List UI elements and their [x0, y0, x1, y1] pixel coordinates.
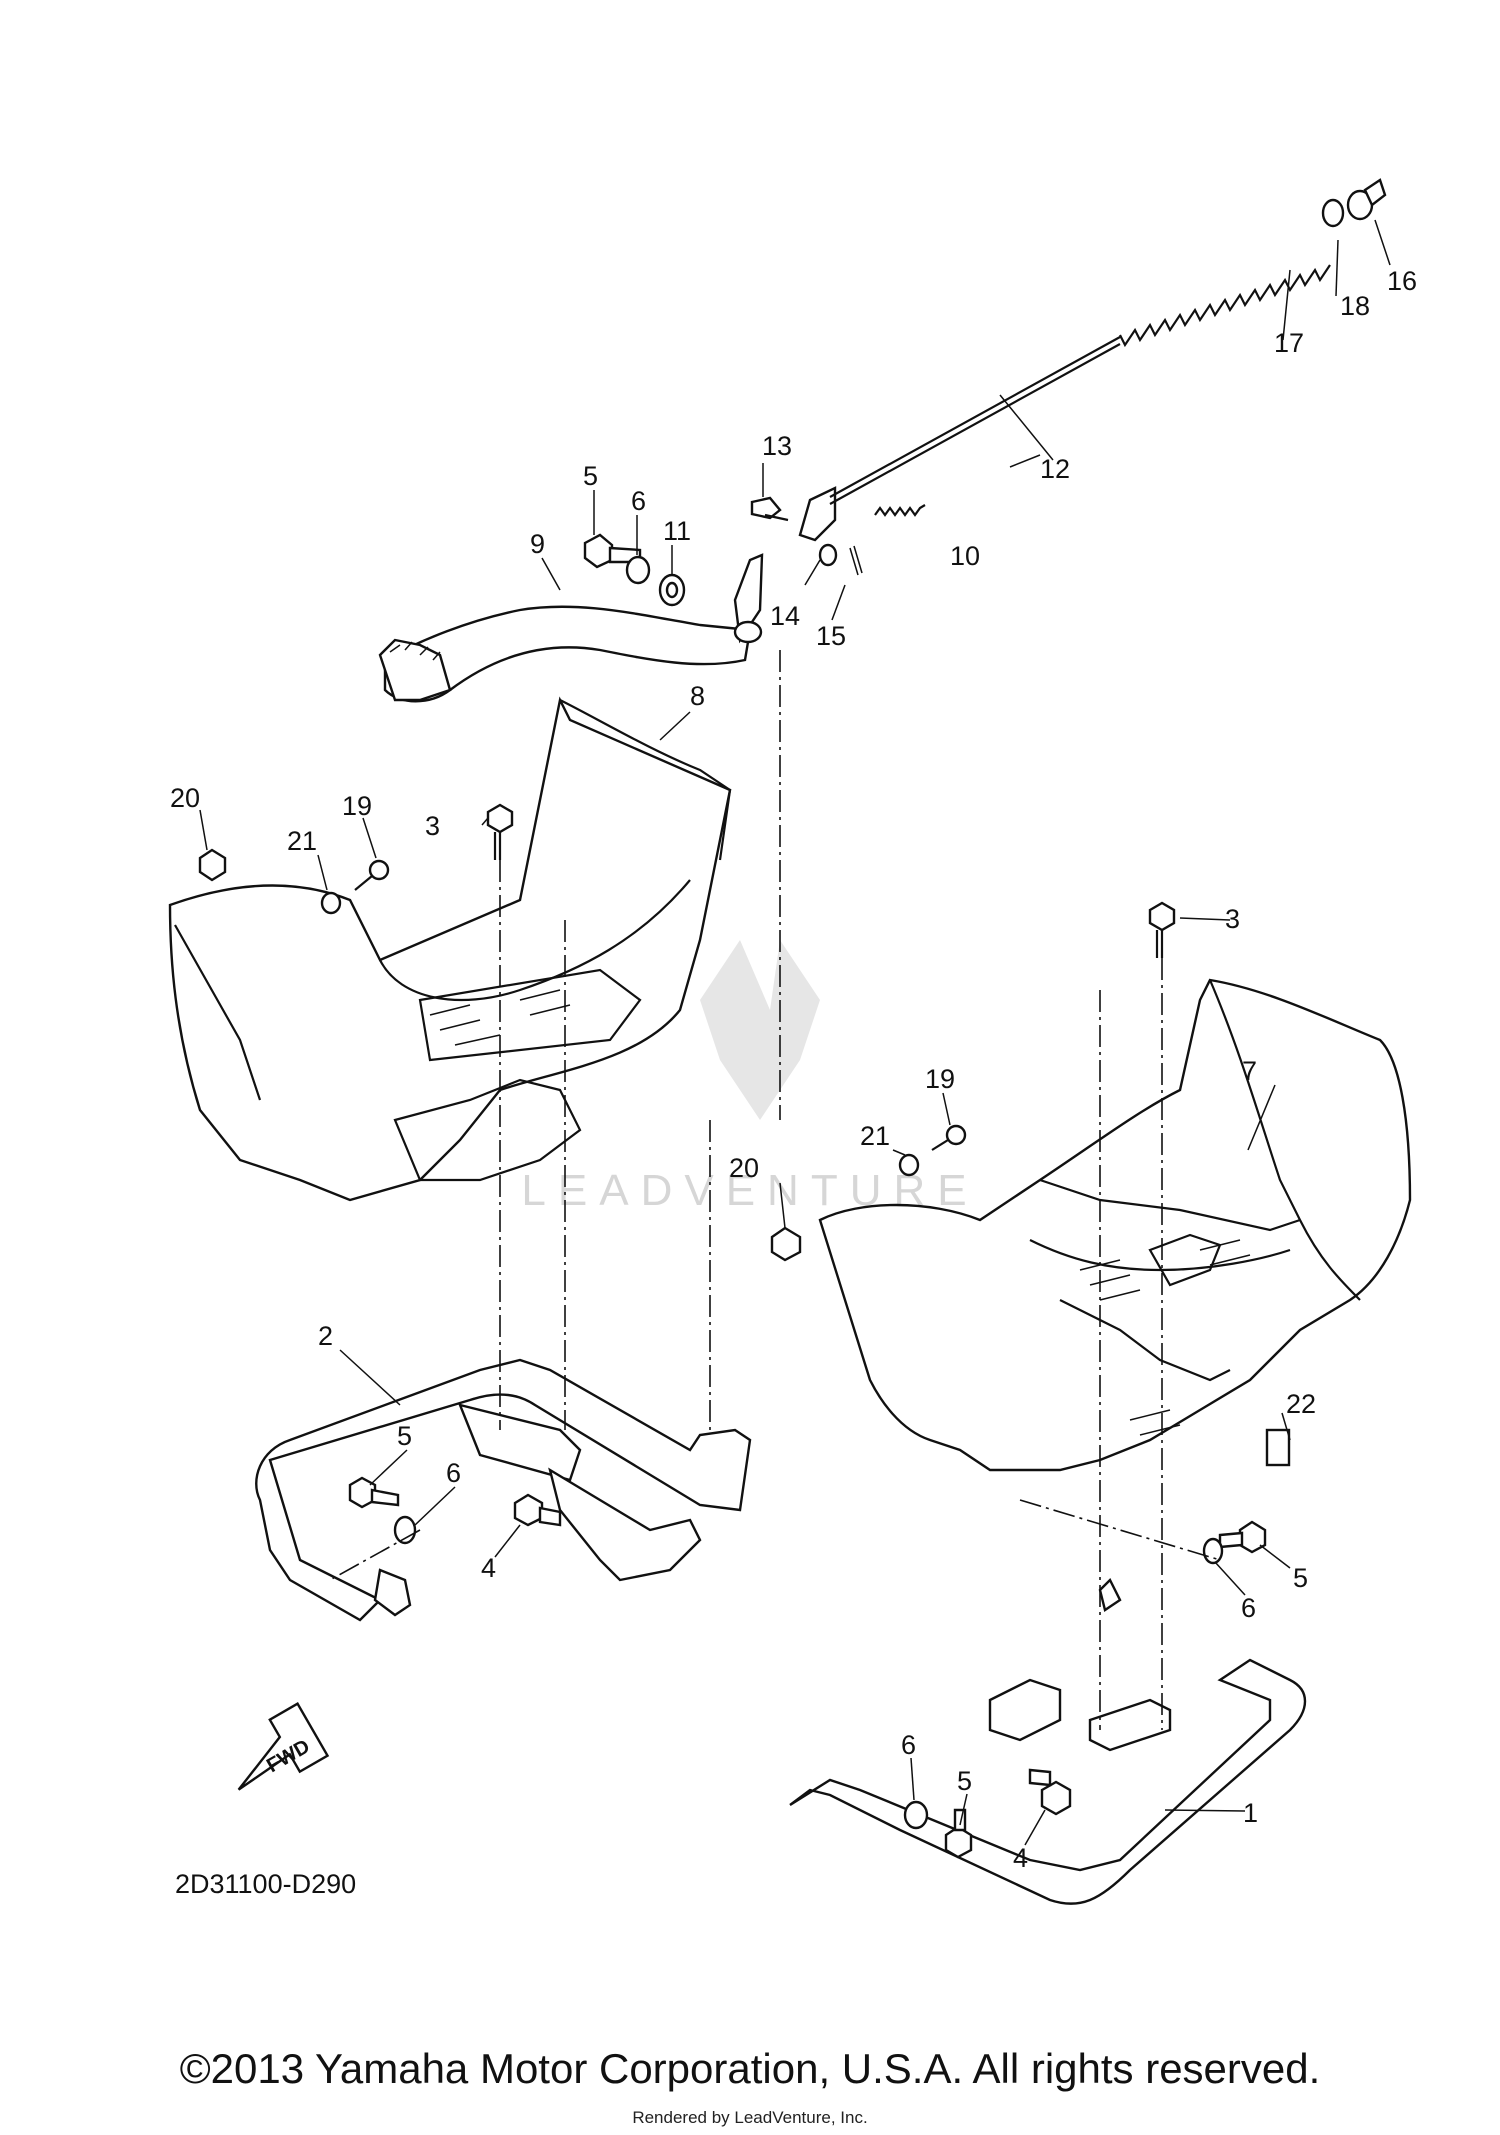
nut-20-left[interactable]	[198, 848, 227, 882]
bolt-3-right[interactable]	[1148, 901, 1176, 958]
alignment-lines	[329, 650, 1221, 1730]
brake-pedal[interactable]	[378, 553, 764, 703]
bolt-5-right-lower-a[interactable]	[1218, 1520, 1267, 1554]
cotter-pin-15[interactable]	[849, 545, 863, 576]
nut-18[interactable]	[1321, 198, 1345, 228]
callout-5-top: 5	[583, 461, 598, 491]
callout-10: 10	[950, 541, 980, 571]
bolt-19-left[interactable]	[354, 859, 390, 891]
callout-2: 2	[318, 1321, 333, 1351]
callout-20-right: 20	[729, 1153, 759, 1183]
footrest-bar-1[interactable]	[789, 1577, 1307, 1905]
callout-19-left: 19	[342, 791, 372, 821]
callout-18: 18	[1340, 291, 1370, 321]
bolt-5-right-lower-b[interactable]	[944, 1808, 973, 1859]
bolt-19-right[interactable]	[931, 1124, 967, 1151]
fwd-arrow: FWD	[237, 1702, 330, 1791]
diagram-code: 2D31100-D290	[175, 1869, 356, 1899]
washer-14[interactable]	[818, 543, 838, 567]
callout-17: 17	[1274, 328, 1304, 358]
callout-5-right: 5	[1293, 1563, 1308, 1593]
callout-4-right: 4	[1013, 1843, 1028, 1873]
spring-17[interactable]	[1119, 264, 1331, 348]
callout-12: 12	[1040, 454, 1070, 484]
callout-19-right: 19	[925, 1064, 955, 1094]
footrest-board-7[interactable]	[818, 978, 1412, 1472]
callout-6-right: 6	[1241, 1593, 1256, 1623]
adjuster-nut-16[interactable]	[1346, 178, 1387, 221]
callout-1: 1	[1243, 1798, 1258, 1828]
label-22[interactable]	[1265, 1428, 1291, 1467]
callout-6-bottom: 6	[901, 1730, 916, 1760]
washer-6-upper[interactable]	[625, 555, 651, 585]
callout-21-left: 21	[287, 826, 317, 856]
footrest-bar-2[interactable]	[255, 1358, 752, 1622]
brake-arm-bracket	[798, 486, 837, 542]
callout-3-left: 3	[425, 811, 440, 841]
brake-rod-12[interactable]	[829, 336, 1121, 498]
callout-9: 9	[530, 529, 545, 559]
nut-20-right[interactable]	[770, 1226, 802, 1262]
callout-7: 7	[1242, 1056, 1257, 1086]
copyright-notice: ©2013 Yamaha Motor Corporation, U.S.A. A…	[179, 2045, 1321, 2092]
washer-21-left[interactable]	[320, 891, 342, 915]
callout-labels: 7 8 9 10 11 12 13 14 15 16 17 18 5 6 3 3…	[170, 266, 1417, 1873]
spring-10[interactable]	[874, 504, 926, 517]
bolt-4-left[interactable]	[513, 1493, 562, 1527]
callout-5-left: 5	[397, 1421, 412, 1451]
callout-5-bottom: 5	[957, 1766, 972, 1796]
callout-22: 22	[1286, 1389, 1316, 1419]
pin-13[interactable]	[750, 496, 789, 522]
bolt-5-left-lower[interactable]	[348, 1476, 400, 1509]
callout-15: 15	[816, 621, 846, 651]
washer-6-right-a[interactable]	[1202, 1537, 1224, 1565]
callout-20-left: 20	[170, 783, 200, 813]
bolt-3-left[interactable]	[486, 803, 514, 860]
bolt-4-right[interactable]	[1028, 1768, 1072, 1816]
callout-21-right: 21	[860, 1121, 890, 1151]
callout-16: 16	[1387, 266, 1417, 296]
callout-8: 8	[690, 681, 705, 711]
callout-6-top: 6	[631, 486, 646, 516]
callout-13: 13	[762, 431, 792, 461]
callout-4-left: 4	[481, 1553, 496, 1583]
rendered-by-credit: Rendered by LeadVenture, Inc.	[632, 2108, 868, 2127]
callout-3-right: 3	[1225, 904, 1240, 934]
washer-6-left-lower[interactable]	[393, 1515, 417, 1545]
callout-6-left: 6	[446, 1458, 461, 1488]
leader-lines	[199, 219, 1391, 1846]
footrest-board-8[interactable]	[168, 696, 732, 1202]
washer-21-right[interactable]	[898, 1153, 920, 1177]
callout-11: 11	[663, 516, 691, 546]
washer-6-right-b[interactable]	[903, 1800, 929, 1830]
callout-14: 14	[770, 601, 800, 631]
